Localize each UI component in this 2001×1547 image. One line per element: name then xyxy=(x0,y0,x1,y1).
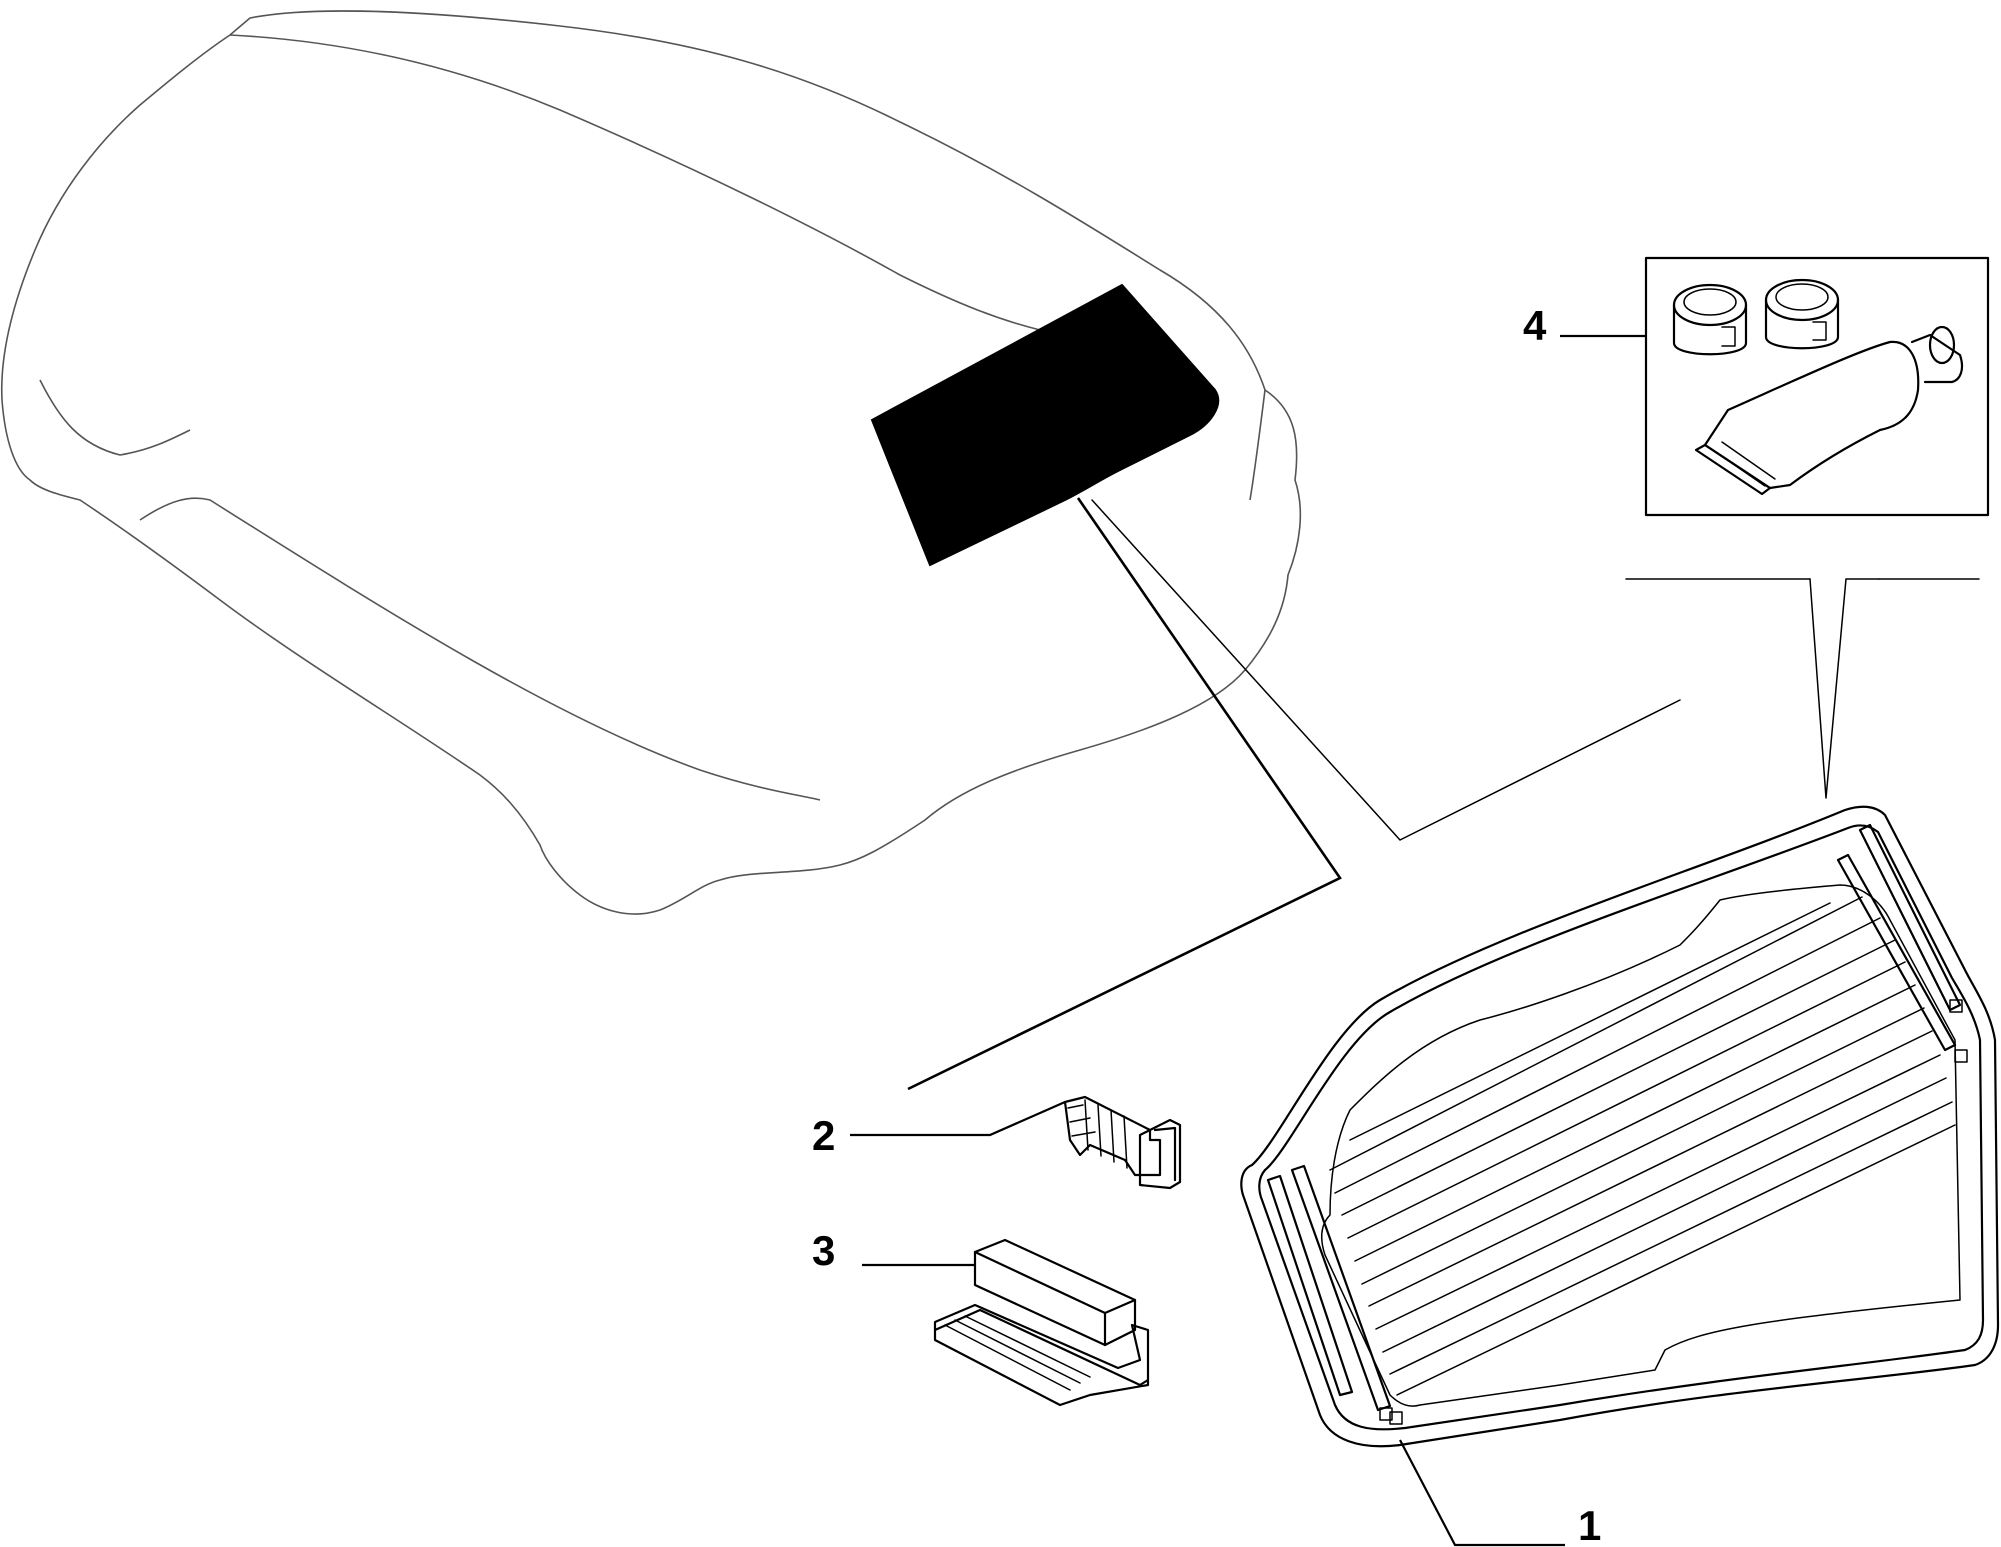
leader-lines xyxy=(850,334,1646,1547)
callout-1: 1 xyxy=(1578,1502,1601,1547)
leader-line-1 xyxy=(1399,1439,1565,1547)
callout-2: 2 xyxy=(812,1112,835,1159)
callout-3: 3 xyxy=(812,1227,835,1274)
spacer-block xyxy=(933,1238,1150,1407)
magnification-pointer xyxy=(907,497,1681,1091)
part-1-reference-lines xyxy=(1625,578,1980,799)
rear-window-glass xyxy=(1240,805,2000,1448)
car-body-outline xyxy=(0,10,1302,915)
fastening-clip xyxy=(1063,1095,1182,1190)
rear-window-highlight xyxy=(870,283,1220,567)
leader-line-2 xyxy=(850,1100,1066,1137)
adhesive-kit-box xyxy=(1644,256,1990,517)
callout-4: 4 xyxy=(1523,302,1547,349)
